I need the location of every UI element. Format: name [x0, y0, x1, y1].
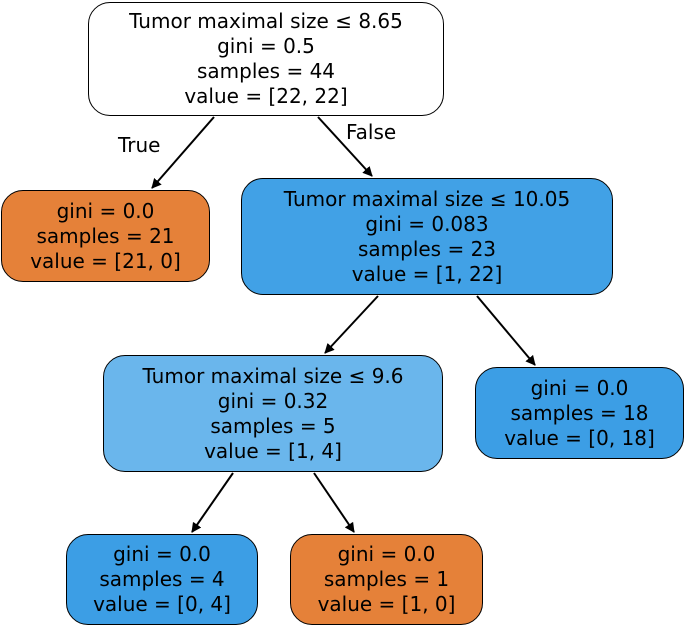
node-samples: samples = 44 — [196, 59, 336, 83]
edge-root-to-left-leaf — [151, 116, 215, 189]
node-samples: samples = 4 — [99, 567, 225, 591]
root-split-node: Tumor maximal size ≤ 8.65 gini = 0.5 sam… — [88, 2, 444, 116]
node-value: value = [0, 4] — [93, 592, 231, 616]
node-gini: gini = 0.32 — [217, 388, 329, 413]
node-samples: samples = 21 — [36, 223, 175, 248]
edge-right-split-to-right-leaf — [476, 295, 536, 366]
edge-mid-split-to-bottom-left-leaf — [191, 472, 234, 533]
bottom-right-leaf-node: gini = 0.0 samples = 1 value = [1, 0] — [290, 534, 483, 625]
node-condition: Tumor maximal size ≤ 10.05 — [283, 186, 571, 211]
node-value: value = [0, 18] — [504, 425, 655, 450]
node-condition: Tumor maximal size ≤ 9.6 — [142, 363, 404, 388]
edge-mid-split-to-bottom-right-leaf — [313, 472, 355, 533]
node-gini: gini = 0.083 — [365, 211, 489, 236]
edge-label-false: False — [346, 120, 397, 144]
node-samples: samples = 5 — [210, 413, 336, 438]
edge-right-split-to-mid-split — [324, 295, 379, 354]
node-samples: samples = 23 — [357, 236, 497, 261]
node-value: value = [1, 4] — [204, 438, 342, 463]
node-gini: gini = 0.0 — [530, 375, 629, 400]
node-samples: samples = 1 — [323, 567, 450, 591]
edge-root-to-right-split — [317, 116, 373, 177]
node-value: value = [22, 22] — [184, 84, 348, 108]
right-split-node: Tumor maximal size ≤ 10.05 gini = 0.083 … — [241, 178, 613, 295]
node-samples: samples = 18 — [510, 400, 649, 425]
node-gini: gini = 0.5 — [217, 34, 315, 58]
mid-split-node: Tumor maximal size ≤ 9.6 gini = 0.32 sam… — [103, 355, 443, 472]
right-leaf-node: gini = 0.0 samples = 18 value = [0, 18] — [475, 367, 684, 459]
node-condition: Tumor maximal size ≤ 8.65 — [129, 9, 403, 33]
node-value: value = [1, 22] — [351, 261, 503, 286]
edge-label-true: True — [118, 133, 161, 157]
node-gini: gini = 0.0 — [56, 198, 155, 223]
node-gini: gini = 0.0 — [113, 542, 211, 566]
bottom-left-leaf-node: gini = 0.0 samples = 4 value = [0, 4] — [66, 534, 258, 625]
node-value: value = [1, 0] — [317, 592, 456, 616]
left-leaf-node: gini = 0.0 samples = 21 value = [21, 0] — [1, 190, 210, 282]
node-gini: gini = 0.0 — [337, 542, 436, 566]
node-value: value = [21, 0] — [30, 248, 181, 273]
